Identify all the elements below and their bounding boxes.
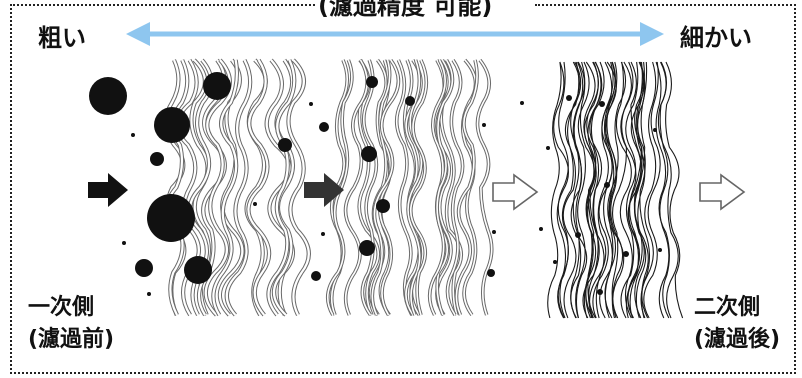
coarse-to-fine-arrow: [126, 22, 664, 46]
coarse-label: 粗い: [38, 24, 86, 52]
diagram-title: (濾過精度 可能): [318, 0, 493, 20]
frame-top-border-right: [535, 4, 796, 6]
flow-arrow-outline-2: [699, 173, 746, 211]
flow-arrow-outline-1: [492, 173, 539, 211]
diagram-frame: [10, 4, 796, 374]
filter-layer-coarse: [163, 58, 311, 317]
flow-arrow-filled-1: [88, 173, 128, 207]
fine-label: 細かい: [680, 24, 752, 52]
secondary-side-line2: (濾過後): [694, 327, 781, 352]
filter-media-layers: [163, 58, 684, 319]
secondary-side-line1: 二次側: [694, 295, 761, 320]
primary-side-label: 一次側 (濾過前): [28, 292, 114, 356]
filter-layer-fine: [547, 61, 684, 319]
particles: [89, 72, 662, 296]
flow-arrow-filled-2: [304, 173, 344, 207]
frame-top-border-left: [10, 4, 315, 6]
primary-side-line1: 一次側: [28, 295, 95, 320]
primary-side-line2: (濾過前): [28, 327, 115, 352]
secondary-side-label: 二次側 (濾過後): [694, 292, 780, 356]
